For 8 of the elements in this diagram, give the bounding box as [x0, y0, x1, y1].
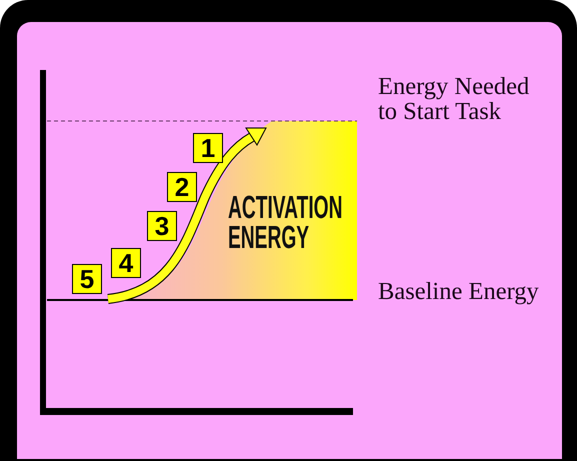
threshold-label: Energy Needed to Start Task — [378, 74, 530, 124]
step-number: 2 — [167, 172, 197, 202]
step-number: 3 — [147, 211, 177, 241]
baseline-label: Baseline Energy — [378, 279, 540, 304]
step-number: 4 — [111, 248, 141, 278]
step-number: 1 — [193, 133, 223, 163]
step-number: 5 — [72, 264, 102, 294]
area-label: ACTIVATION ENERGY — [228, 192, 342, 252]
